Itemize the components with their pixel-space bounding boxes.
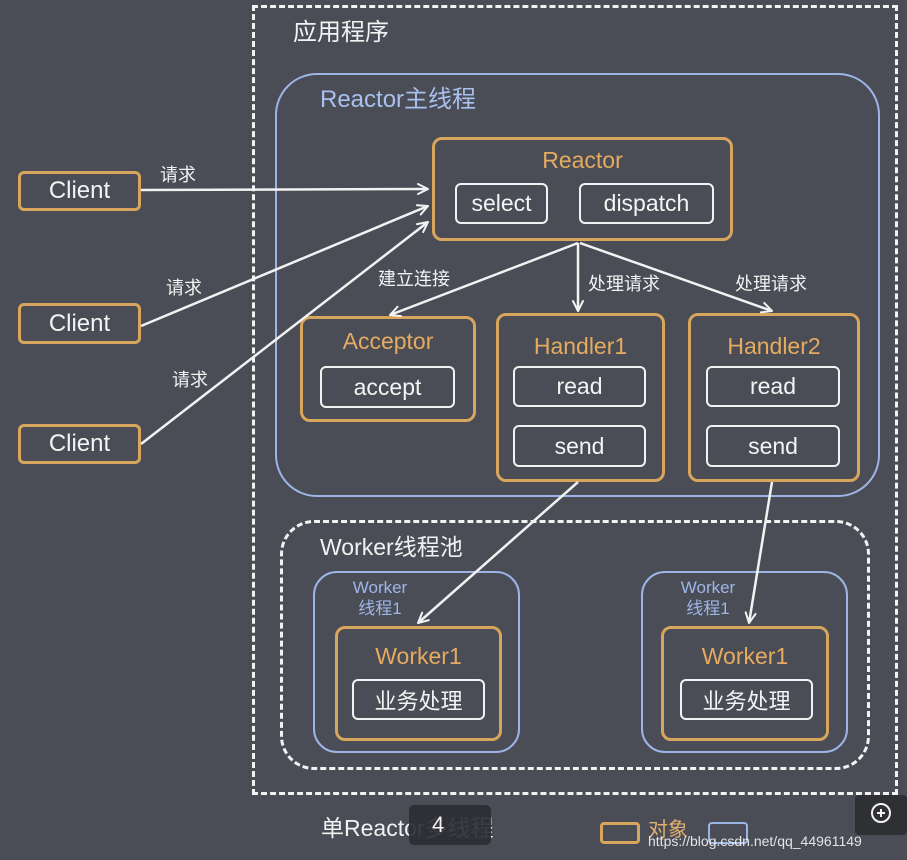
worker1-right-box: Worker1 bbox=[661, 626, 829, 741]
worker-thread-left-label: Worker 线程1 bbox=[332, 577, 428, 619]
handler1-read-box: read bbox=[513, 366, 646, 407]
handler1-send-box: send bbox=[513, 425, 646, 467]
worker-pool-label: Worker线程池 bbox=[320, 534, 463, 560]
handler2-send-box: send bbox=[706, 425, 840, 467]
legend-object-label: 对象 bbox=[648, 819, 688, 841]
zoom-in-icon bbox=[871, 803, 891, 823]
reactor-title: Reactor bbox=[542, 147, 623, 173]
application-label: 应用程序 bbox=[293, 19, 389, 46]
business-task-right-box: 业务处理 bbox=[680, 679, 813, 720]
handle-request-label-1: 处理请求 bbox=[588, 274, 660, 294]
handler2-read-box: read bbox=[706, 366, 840, 407]
worker-thread-left bbox=[313, 571, 520, 753]
worker1-left-box: Worker1 bbox=[335, 626, 502, 741]
client-2: Client bbox=[18, 303, 141, 344]
worker-thread-right-label-line1: Worker bbox=[680, 578, 736, 597]
reactor-main-thread-label: Reactor主线程 bbox=[320, 86, 477, 113]
overlay-badge: 4 bbox=[409, 805, 491, 845]
handle-request-label-2: 处理请求 bbox=[735, 274, 807, 294]
acceptor-title: Acceptor bbox=[342, 328, 434, 354]
handler2-title: Handler2 bbox=[727, 333, 821, 359]
request-label-2: 请求 bbox=[166, 278, 202, 298]
accept-box: accept bbox=[320, 366, 455, 408]
client-3: Client bbox=[18, 424, 141, 464]
request-label-3: 请求 bbox=[172, 370, 208, 390]
worker-thread-right bbox=[641, 571, 848, 753]
handler2-box: Handler2 bbox=[688, 313, 860, 482]
handler1-title: Handler1 bbox=[533, 333, 628, 359]
overlay-badge-text: 4 bbox=[432, 812, 445, 837]
worker-thread-left-label-line1: Worker bbox=[352, 578, 408, 597]
request-label-1: 请求 bbox=[160, 165, 196, 185]
dispatch-box: dispatch bbox=[579, 183, 714, 224]
client-1: Client bbox=[18, 171, 141, 211]
worker-thread-left-label-line2: 线程1 bbox=[358, 599, 402, 618]
worker-thread-right-label-line2: 线程1 bbox=[686, 599, 730, 618]
worker1-left-title: Worker1 bbox=[375, 643, 462, 669]
legend-object-swatch bbox=[600, 822, 640, 844]
zoom-button[interactable] bbox=[855, 795, 907, 835]
reactor-box: Reactor bbox=[432, 137, 733, 241]
business-task-left-box: 业务处理 bbox=[352, 679, 485, 720]
worker1-right-title: Worker1 bbox=[701, 643, 789, 669]
select-box: select bbox=[455, 183, 548, 224]
connect-label: 建立连接 bbox=[378, 269, 450, 289]
handler1-box: Handler1 bbox=[496, 313, 665, 482]
worker-thread-right-label: Worker 线程1 bbox=[660, 577, 756, 619]
watermark: https://blog.csdn.net/qq_44961149 bbox=[648, 833, 862, 849]
legend-thread-swatch bbox=[708, 822, 748, 844]
